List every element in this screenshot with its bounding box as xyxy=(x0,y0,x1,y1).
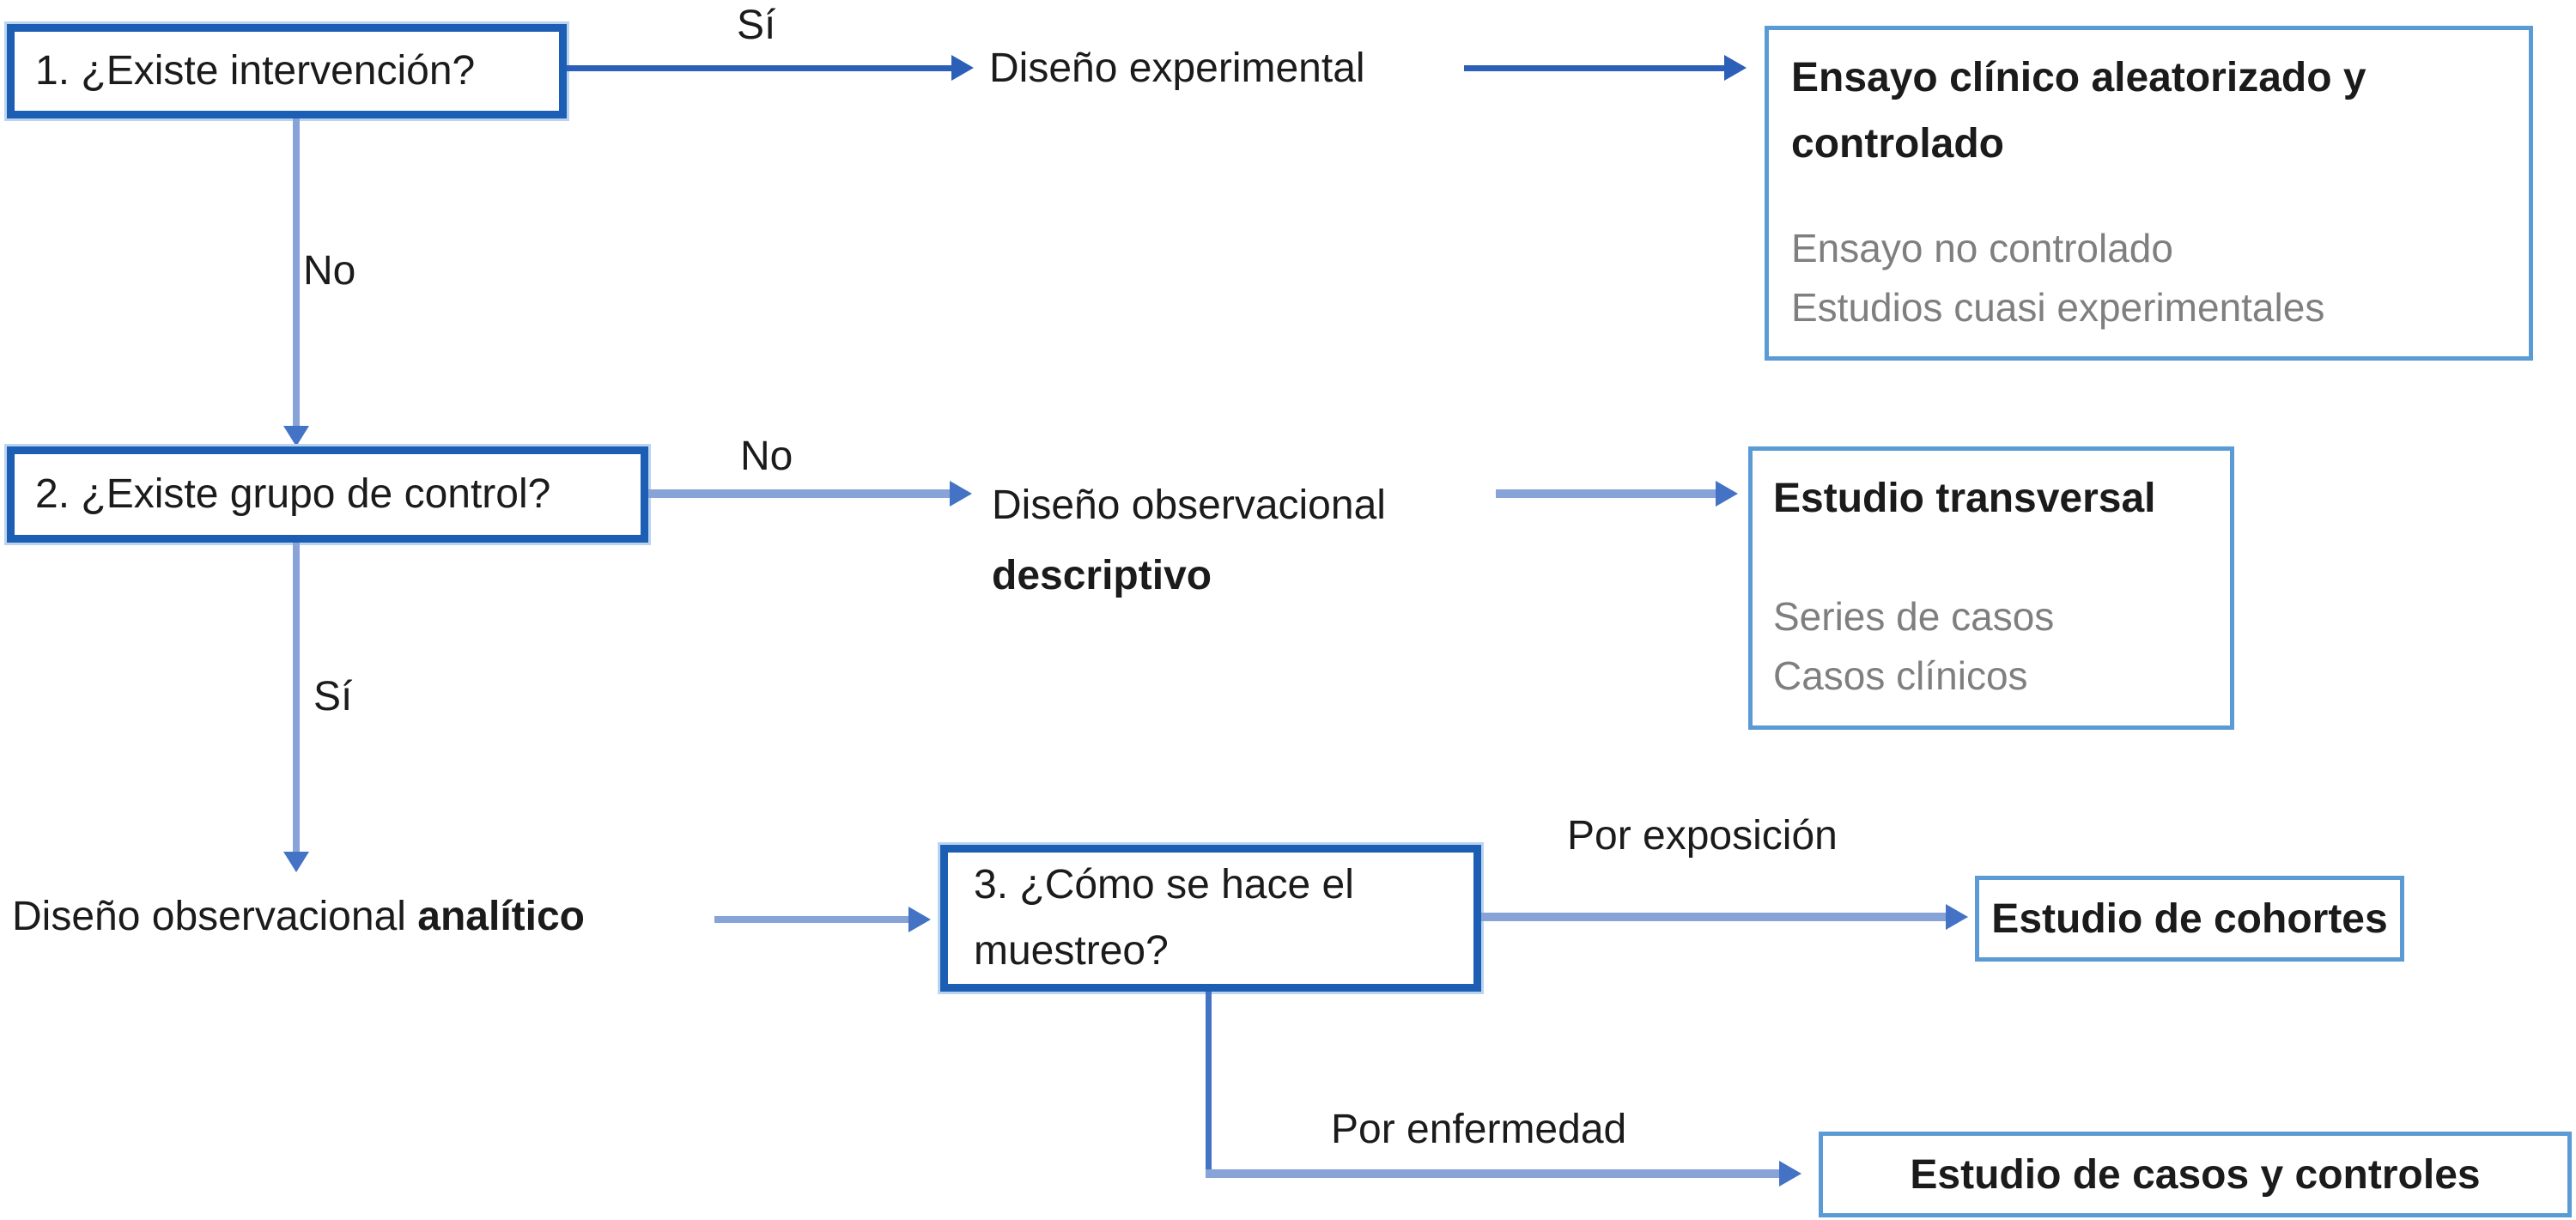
arrow-q2-to-analitico-head xyxy=(283,852,309,872)
label-si-top: Sí xyxy=(737,3,776,48)
descriptivo-prefix: Diseño observacional xyxy=(992,483,1386,528)
transversal-alt-1: Series de casos xyxy=(1773,593,2055,639)
label-diseno-observacional-descriptivo: Diseño observacional descriptivo xyxy=(992,470,1386,610)
arrow-q2-to-analitico-line xyxy=(293,543,300,853)
outcome-box-ensayo: Ensayo clínico aleatorizado y controlado… xyxy=(1765,26,2533,361)
question-box-1-label: 1. ¿Existe intervención? xyxy=(35,47,476,94)
arrow-q3-to-cohortes-line xyxy=(1481,913,1947,921)
analitico-bold: analítico xyxy=(417,894,585,939)
arrow-experimental-to-ensayo-line xyxy=(1464,65,1726,71)
arrow-q2-to-descriptivo-line xyxy=(648,489,951,498)
arrow-analitico-to-q3-line xyxy=(714,916,910,923)
label-si-middle: Sí xyxy=(313,674,353,719)
outcome-box-casos-controles: Estudio de casos y controles xyxy=(1819,1132,2572,1217)
arrow-q3-to-casos-line xyxy=(1206,1169,1781,1178)
ensayo-alt-2: Estudios cuasi experimentales xyxy=(1791,284,2325,330)
casos-controles-title: Estudio de casos y controles xyxy=(1910,1151,2481,1198)
arrow-q3-to-casos-head xyxy=(1779,1161,1801,1187)
cohortes-title: Estudio de cohortes xyxy=(1991,895,2388,942)
label-diseno-observacional-analitico: Diseño observacional analítico xyxy=(12,891,585,943)
question-box-3: 3. ¿Cómo se hace el muestreo? xyxy=(940,845,1481,992)
transversal-title: Estudio transversal xyxy=(1773,476,2156,521)
outcome-box-cohortes: Estudio de cohortes xyxy=(1975,876,2404,962)
arrow-q2-to-descriptivo-head xyxy=(950,481,972,507)
arrow-analitico-to-q3-head xyxy=(908,907,931,932)
analitico-prefix: Diseño observacional xyxy=(12,894,406,939)
label-por-enfermedad: Por enfermedad xyxy=(1331,1107,1627,1152)
question-box-2: 2. ¿Existe grupo de control? xyxy=(7,446,648,543)
arrow-q1-to-experimental-line xyxy=(567,65,956,71)
descriptivo-bold: descriptivo xyxy=(992,552,1212,598)
ensayo-title: Ensayo clínico aleatorizado y controlado xyxy=(1791,55,2366,167)
ensayo-alt-1: Ensayo no controlado xyxy=(1791,225,2173,270)
label-diseno-experimental: Diseño experimental xyxy=(989,46,1365,91)
outcome-box-transversal: Estudio transversal Series de casos Caso… xyxy=(1748,446,2234,730)
arrow-q1-to-q2-head xyxy=(283,426,309,446)
transversal-alt-2: Casos clínicos xyxy=(1773,652,2028,698)
arrow-descriptivo-to-transversal-head xyxy=(1716,481,1738,507)
arrow-q1-to-q2-line xyxy=(293,118,300,428)
arrow-q3-to-cohortes-head xyxy=(1946,904,1968,930)
question-box-2-label: 2. ¿Existe grupo de control? xyxy=(35,470,551,517)
label-no-middle: No xyxy=(740,434,793,479)
label-no-left: No xyxy=(303,248,356,294)
arrow-q1-to-experimental-head xyxy=(951,55,974,81)
question-box-1: 1. ¿Existe intervención? xyxy=(7,24,567,118)
elbow-q3-down-line xyxy=(1206,992,1212,1174)
question-box-3-label: 3. ¿Cómo se hace el muestreo? xyxy=(974,861,1354,974)
label-por-exposicion: Por exposición xyxy=(1567,813,1838,859)
arrow-descriptivo-to-transversal-line xyxy=(1496,489,1717,498)
arrow-experimental-to-ensayo-head xyxy=(1724,55,1747,81)
